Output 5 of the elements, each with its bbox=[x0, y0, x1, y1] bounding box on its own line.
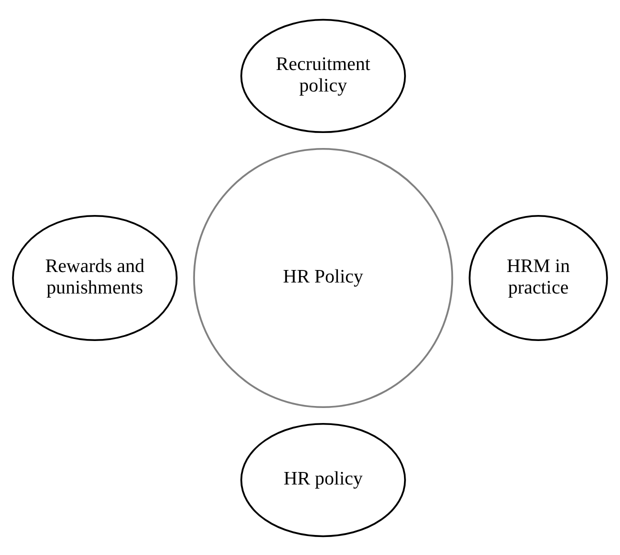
node-circle: HRM in practice bbox=[468, 214, 608, 341]
node-ellipse: Recruitment policy bbox=[240, 18, 406, 133]
node-circle: HR Policy bbox=[193, 148, 454, 408]
node-ellipse: Rewards and punishments bbox=[12, 214, 178, 341]
node-ellipse: HR policy bbox=[240, 422, 406, 537]
